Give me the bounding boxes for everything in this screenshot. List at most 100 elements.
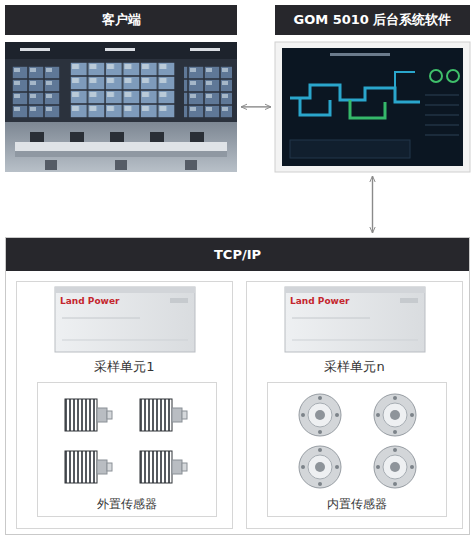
flange (299, 446, 341, 488)
device-line (292, 318, 370, 319)
bolt-hole (393, 396, 397, 400)
sensor-box: 内置传感器 (267, 382, 447, 517)
bolt-hole (335, 465, 339, 469)
table-row (425, 115, 459, 116)
sensor-label: 内置传感器 (268, 496, 446, 512)
photo-ground (5, 42, 237, 172)
table-row (425, 105, 459, 106)
bolt-hole (301, 465, 305, 469)
sampling-unit-device (285, 287, 425, 352)
header-card: GOM 5010 后台系统软件 (275, 5, 470, 172)
side-screens (184, 66, 232, 118)
unit-label: 采样单元n (247, 358, 462, 375)
external-sensor (65, 451, 112, 483)
bolt-hole (376, 465, 380, 469)
pipe-network (290, 85, 420, 102)
unit-panel: 采样单元n 内置传感器 (246, 281, 463, 529)
external-sensor (140, 399, 187, 431)
status-gauge (430, 70, 442, 82)
console-desk (15, 142, 227, 151)
sensor-connector (107, 463, 112, 471)
external-sensor (140, 451, 187, 483)
sampling-unit-device (55, 287, 195, 352)
flange-core (315, 462, 325, 472)
table-row (425, 125, 459, 126)
header-title: TCP/IP (6, 238, 469, 271)
desk-monitor (150, 132, 164, 142)
software-screen (275, 42, 470, 172)
bolt-hole (393, 482, 397, 486)
network-panel: TCP/IP 采样单元1 外置传感器 采样单元n 内置传感器 (5, 237, 470, 535)
wall (5, 59, 237, 122)
unit-label: 采样单元1 (17, 358, 232, 375)
brand-logo: Land Power (60, 296, 119, 307)
brand-logo: Land Power (290, 296, 349, 307)
bolt-hole (393, 448, 397, 452)
internal-sensor (299, 394, 341, 436)
bolt-hole (318, 430, 322, 434)
device-lid (285, 287, 425, 293)
chair (45, 160, 57, 170)
sensor-connector (172, 460, 182, 474)
flange-core (390, 410, 400, 420)
ceiling-light (105, 48, 135, 51)
sensor-connector (182, 463, 187, 471)
sensor-body (140, 399, 172, 431)
flange-face (308, 403, 332, 427)
device-line (62, 340, 188, 341)
internal-sensor (374, 394, 416, 436)
ceiling-light (190, 48, 220, 51)
external-sensor (65, 399, 112, 431)
bolt-hole (318, 396, 322, 400)
sensor-connector (97, 408, 107, 422)
sensor-box: 外置传感器 (37, 382, 217, 517)
bolt-hole (318, 448, 322, 452)
pipe-network (350, 100, 385, 118)
sensor-body (65, 399, 97, 431)
device-lid (55, 287, 195, 293)
desk-monitor (110, 132, 124, 142)
chair (115, 160, 127, 170)
flange (374, 394, 416, 436)
internal-sensor (374, 446, 416, 488)
bolt-hole (318, 482, 322, 486)
sensor-connector (97, 460, 107, 474)
device-plate (400, 298, 418, 303)
bolt-hole (301, 413, 305, 417)
flange-face (308, 455, 332, 479)
sensor-label: 外置传感器 (38, 496, 216, 512)
flange-core (390, 462, 400, 472)
internal-sensor (299, 446, 341, 488)
header-title: 客户端 (5, 5, 237, 35)
bolt-hole (335, 413, 339, 417)
device-body (55, 287, 195, 352)
table-row (425, 95, 459, 96)
screen-ground (282, 48, 463, 166)
double-arrow (372, 176, 373, 233)
chair (185, 160, 197, 170)
unit-panel: 采样单元1 外置传感器 (16, 281, 233, 529)
desk-monitor (70, 132, 84, 142)
info-panel (290, 140, 410, 158)
sensor-body (140, 451, 172, 483)
device-line (292, 340, 418, 341)
floor (5, 122, 237, 172)
device-body (285, 287, 425, 352)
sensor-connector (107, 411, 112, 419)
desk-monitor (30, 132, 44, 142)
sensor-body (65, 451, 97, 483)
flange (374, 446, 416, 488)
table-row (425, 135, 459, 136)
desk-monitor (190, 132, 204, 142)
video-wall (70, 62, 175, 118)
ceiling-light (20, 48, 50, 51)
bolt-hole (393, 430, 397, 434)
flange (299, 394, 341, 436)
flange-face (383, 455, 407, 479)
sensor-connector (172, 408, 182, 422)
double-arrow (241, 106, 271, 107)
sensor-connector (182, 411, 187, 419)
bolt-hole (376, 413, 380, 417)
